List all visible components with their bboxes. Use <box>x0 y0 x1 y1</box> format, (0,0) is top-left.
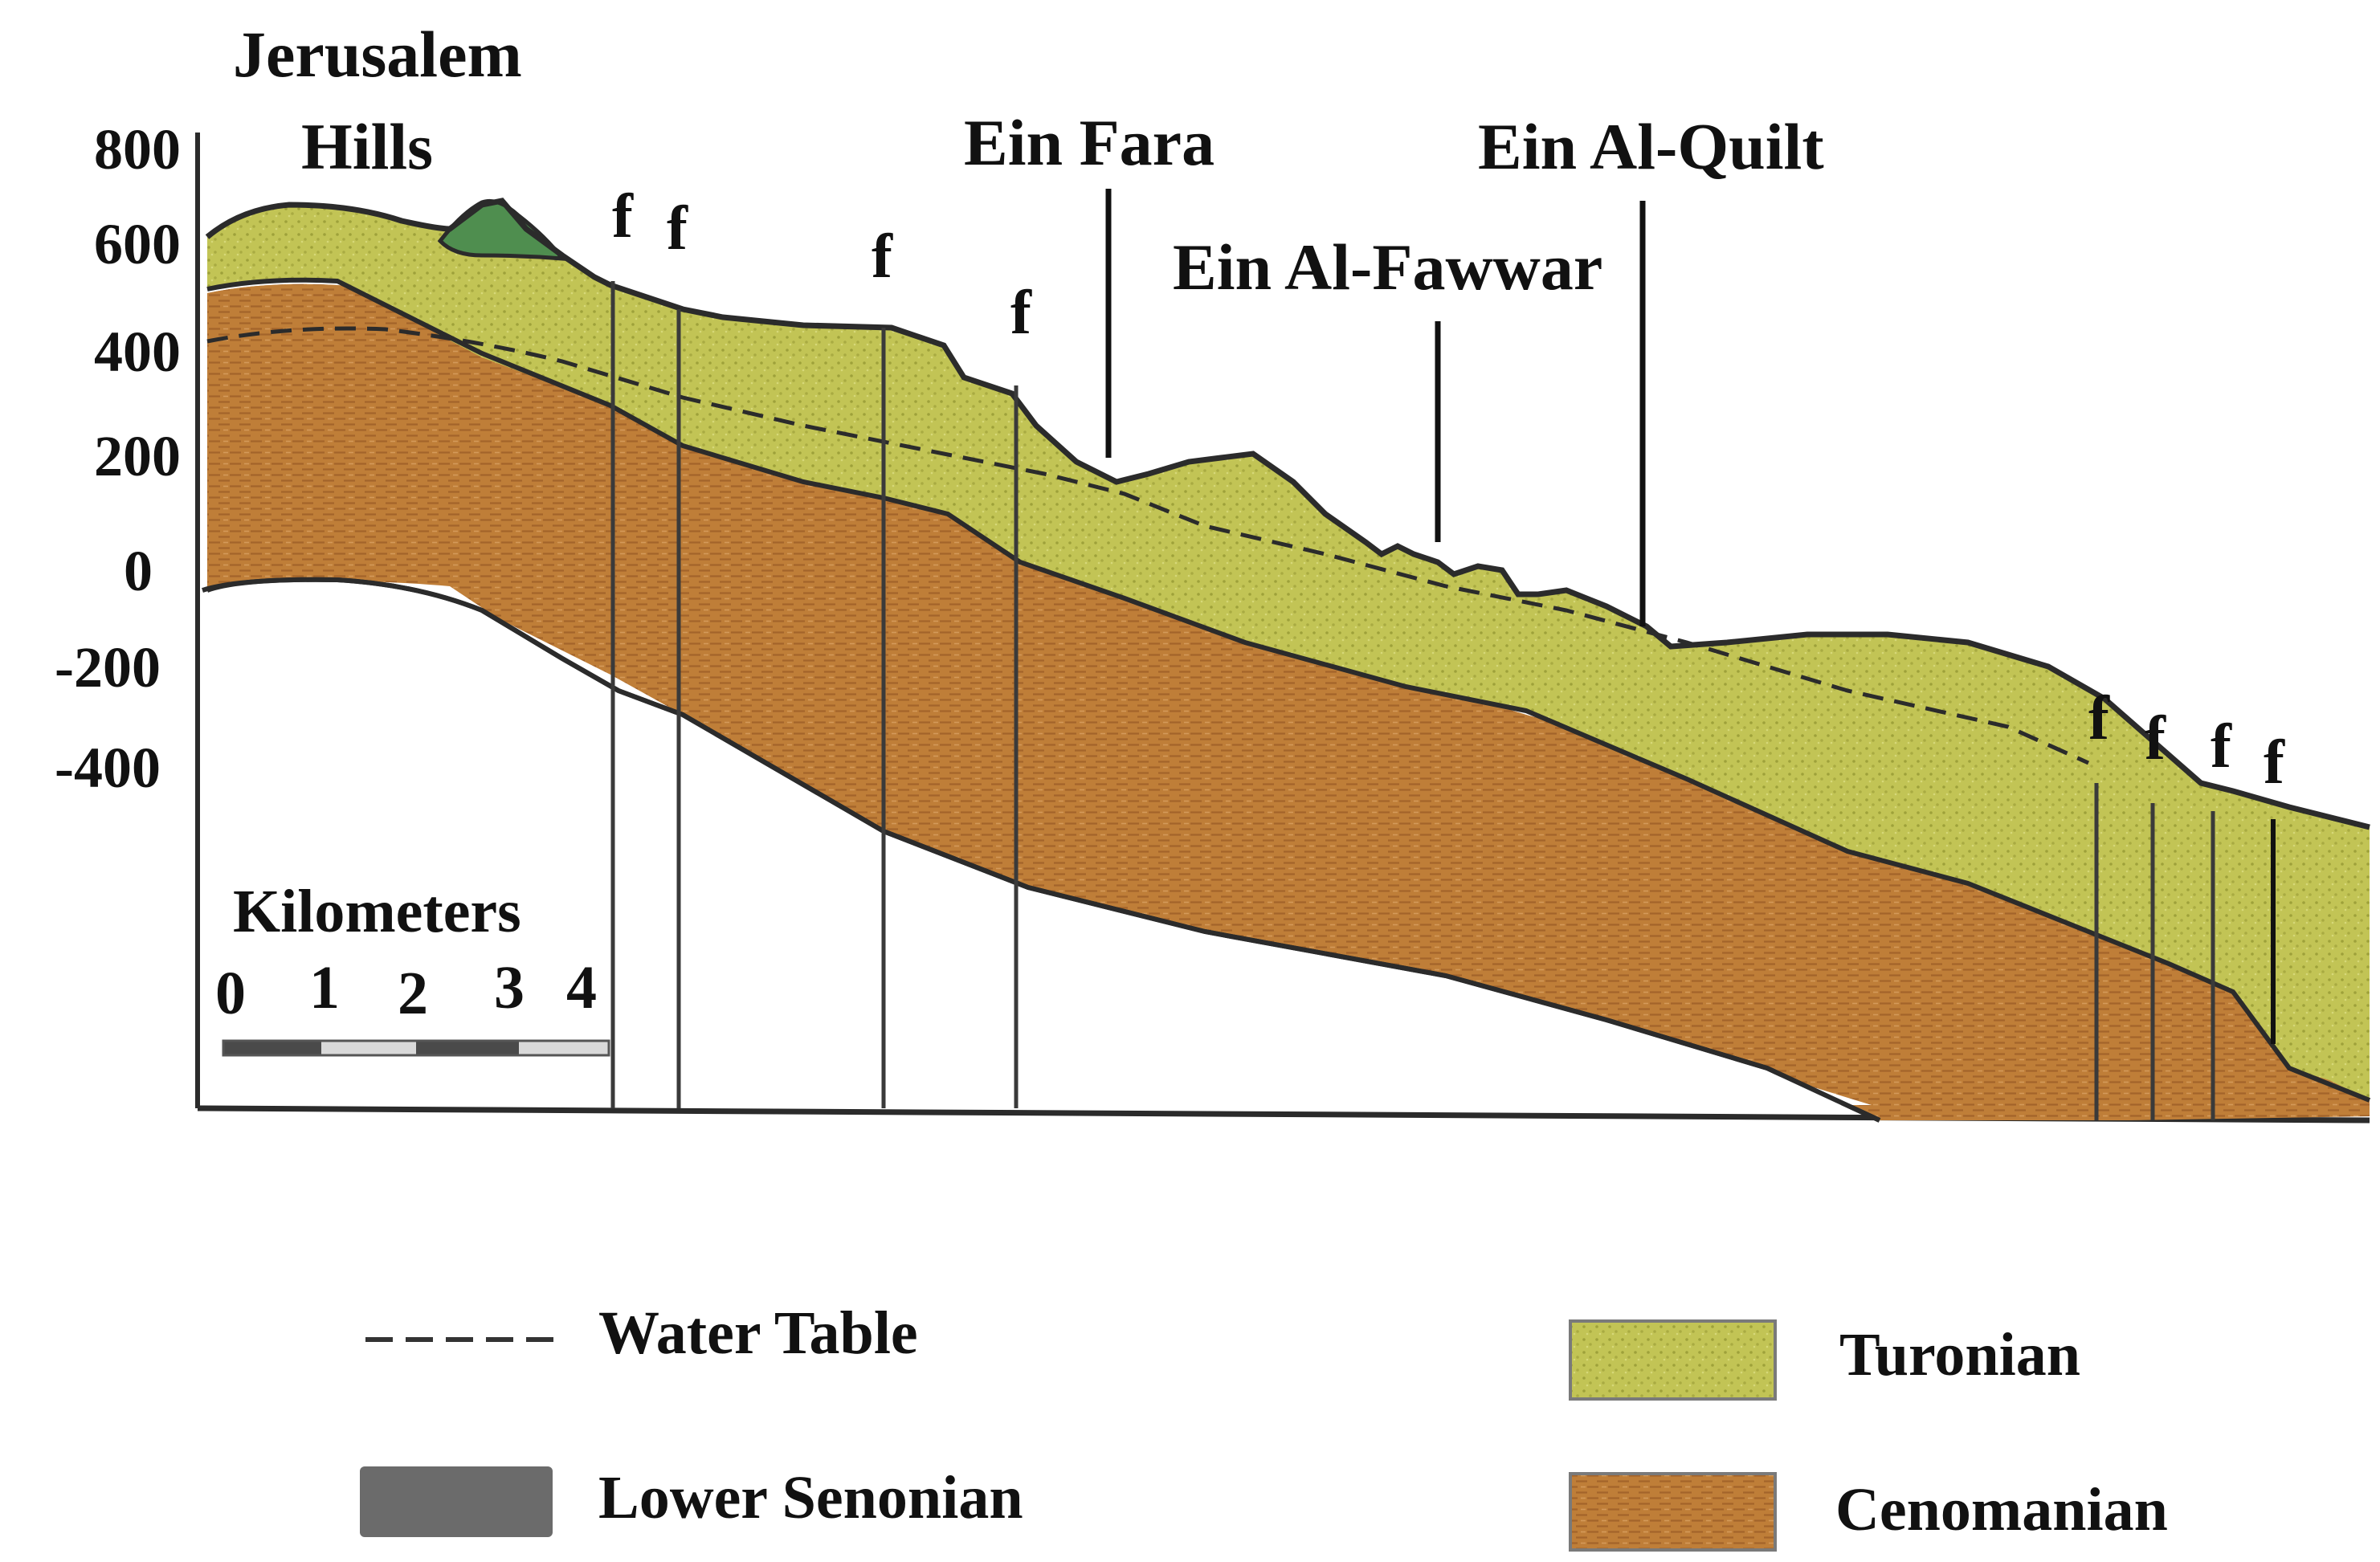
cenomanian-lower-band <box>207 283 2370 1120</box>
fault-symbol: f <box>612 181 634 251</box>
fault-symbol: f <box>2088 683 2110 752</box>
y-tick-label: -400 <box>55 736 161 800</box>
y-tick-label: -200 <box>55 635 161 699</box>
ground-surface-line <box>205 198 2370 830</box>
cenomanian-base-line-redraw <box>202 577 1881 1123</box>
legend-lower-senonian-swatch <box>360 1466 553 1537</box>
fault-symbol: f <box>667 193 688 263</box>
water-table-line <box>206 326 2090 765</box>
turonian-layer <box>207 201 2370 1100</box>
scale-bar-tick: 4 <box>566 954 597 1022</box>
scale-bar-tick: 1 <box>309 954 340 1022</box>
y-tick-label: 800 <box>94 117 181 181</box>
fault-symbol: f <box>2211 711 2232 781</box>
fault-symbol: f <box>1010 277 1032 347</box>
label-jerusalem-hills: Jerusalem <box>233 18 522 91</box>
fault-symbol: f <box>872 221 893 291</box>
label-ein-fara: Ein Fara <box>964 106 1214 179</box>
scale-bar-tick: 3 <box>494 954 525 1022</box>
scale-bar-tick: 2 <box>398 960 428 1027</box>
y-tick-label: 0 <box>124 539 153 603</box>
y-tick-label: 200 <box>94 424 181 488</box>
y-tick-label: 600 <box>94 212 181 276</box>
fault-symbol: f <box>2264 727 2285 797</box>
y-tick-label: 400 <box>94 320 181 384</box>
label-ein-al-quilt: Ein Al-Quilt <box>1478 110 1824 183</box>
legend-turonian-label: Turonian <box>1839 1321 2080 1389</box>
turonian-base-line <box>206 277 2371 1103</box>
scale-bar-title: Kilometers <box>233 878 521 945</box>
legend-turonian-swatch <box>1569 1319 1777 1401</box>
legend-cenomanian-swatch <box>1569 1472 1777 1552</box>
legend-lower-senonian-label: Lower Senonian <box>598 1464 1023 1531</box>
legend-water-table-label: Water Table <box>598 1299 918 1367</box>
label-jerusalem-hills-line2: Hills <box>301 110 433 183</box>
fault-symbol: f <box>2145 703 2166 773</box>
senonian-outcrop <box>437 198 567 261</box>
scale-bar <box>222 1039 610 1057</box>
unshaded-subsurface <box>202 584 1872 1105</box>
legend-cenomanian-label: Cenomanian <box>1835 1476 2168 1544</box>
label-ein-al-fawwar: Ein Al-Fawwar <box>1173 230 1602 304</box>
scale-bar-tick: 0 <box>215 960 246 1027</box>
